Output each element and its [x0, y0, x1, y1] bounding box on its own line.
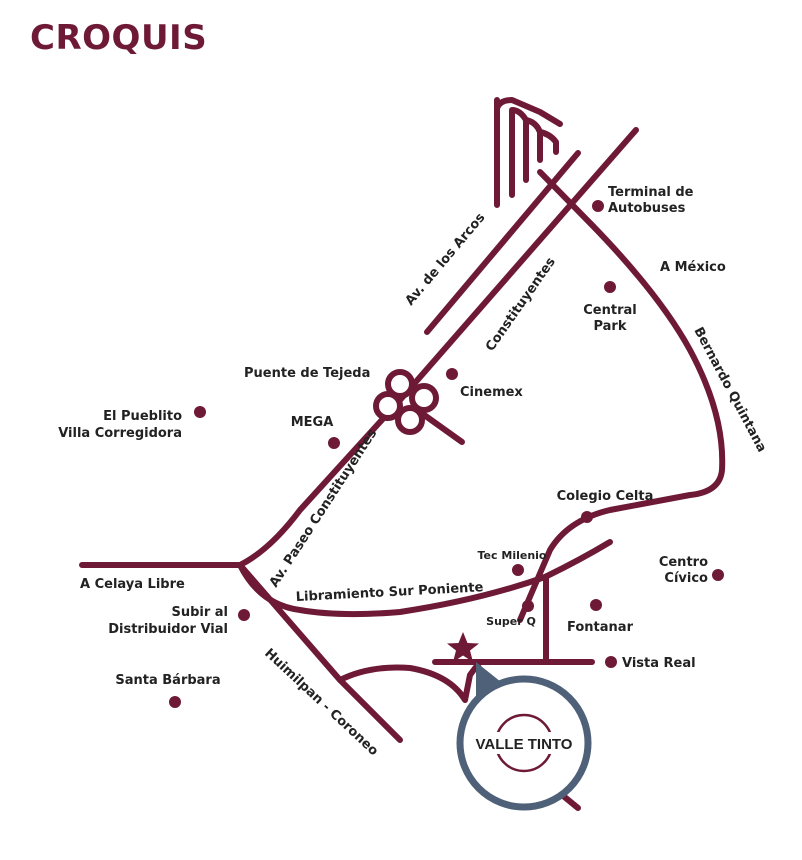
- place-marker-dot: [522, 600, 534, 612]
- aqueduct-icon: [494, 97, 563, 208]
- place-label: Park: [593, 319, 626, 334]
- place-vista-real: Vista Real: [605, 656, 696, 671]
- place-label: Central: [583, 303, 636, 318]
- place-marker-dot: [194, 406, 206, 418]
- place-label: Super Q: [486, 615, 536, 628]
- place-marker-dot: [328, 437, 340, 449]
- road-bernardo-quintana: [517, 169, 726, 623]
- places-layer: Terminal deAutobusesCentralParkCinemexME…: [58, 185, 724, 708]
- place-label: Terminal de: [608, 185, 694, 200]
- place-label: Villa Corregidora: [58, 426, 182, 441]
- star-icon: [447, 632, 479, 662]
- place-marker-dot: [590, 599, 602, 611]
- place-marker-dot: [446, 368, 458, 380]
- place-colegio-celta: Colegio Celta: [557, 489, 654, 523]
- place-label: Centro: [659, 555, 708, 570]
- place-marker-dot: [592, 200, 604, 212]
- page-title: CROQUIS: [30, 18, 208, 58]
- place-label: Fontanar: [567, 620, 634, 635]
- place-label: Vista Real: [622, 656, 696, 671]
- place-label: Cinemex: [460, 385, 523, 400]
- road-label-mexico: A México: [660, 260, 726, 275]
- road-label-constituyentes: Constituyentes: [483, 255, 559, 355]
- place-fontanar: Fontanar: [567, 599, 634, 635]
- place-mega: MEGA: [291, 415, 340, 449]
- place-label: Subir al: [171, 605, 228, 620]
- road-libramiento: [237, 539, 613, 618]
- place-marker-dot: [712, 569, 724, 581]
- place-label: Distribuidor Vial: [108, 622, 228, 637]
- place-label: El Pueblito: [103, 409, 182, 424]
- place-subir-distribuidor: Subir al Distribuidor Vial: [108, 605, 250, 637]
- place-label: Autobuses: [608, 201, 686, 216]
- place-santa-barbara: Santa Bárbara: [115, 673, 221, 708]
- place-label: Cívico: [664, 571, 708, 586]
- road-branch: [337, 659, 483, 703]
- place-marker-dot: [581, 511, 593, 523]
- place-marker-dot: [605, 656, 617, 668]
- location-marker: VALLE TINTO: [456, 662, 592, 811]
- place-marker-dot: [604, 281, 616, 293]
- junction-cloverleaf: [373, 369, 465, 445]
- junction-label: Puente de Tejeda: [244, 366, 370, 381]
- road-network: [79, 97, 726, 743]
- place-super-q: Super Q: [486, 600, 536, 628]
- road-label-celaya: A Celaya Libre: [80, 577, 185, 592]
- road-label-arcos: Av. de los Arcos: [403, 210, 489, 308]
- road-constituyentes: [79, 127, 639, 568]
- road-label-bernardo: Bernardo Quintana: [690, 325, 769, 455]
- road-label-paseo: Av. Paseo Constituyentes: [267, 426, 381, 590]
- marker-label: VALLE TINTO: [476, 736, 573, 753]
- place-marker-dot: [238, 609, 250, 621]
- place-marker-dot: [169, 696, 181, 708]
- place-label: Tec Milenio: [478, 549, 547, 562]
- place-marker-dot: [512, 564, 524, 576]
- place-cinemex: Cinemex: [446, 368, 523, 400]
- place-label: Santa Bárbara: [115, 673, 220, 688]
- place-label: Colegio Celta: [557, 489, 654, 504]
- place-label: MEGA: [291, 415, 334, 430]
- place-tec-milenio: Tec Milenio: [478, 549, 547, 576]
